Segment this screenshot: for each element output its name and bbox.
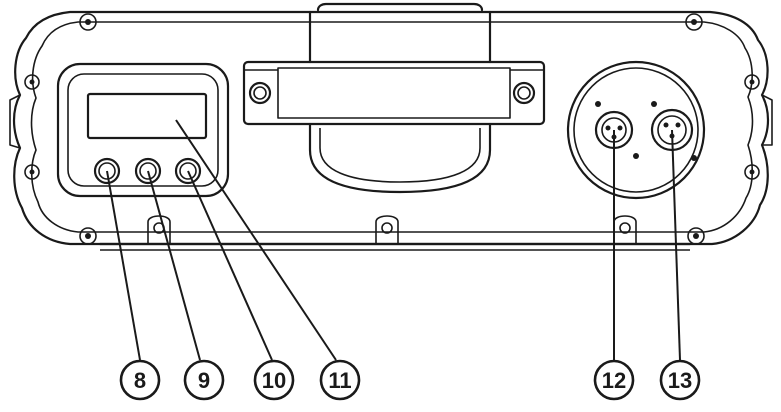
handle-screw-left	[248, 81, 272, 105]
mounting-tab-center	[375, 215, 399, 244]
screw-right-low	[744, 164, 760, 180]
screw-bottom-right	[687, 227, 705, 245]
callout-11: 11	[319, 359, 361, 401]
screw-right-mid	[744, 74, 760, 90]
lcd-display	[86, 92, 208, 140]
leader-8	[106, 170, 141, 361]
callout-13: 13	[659, 359, 701, 401]
control-panel	[56, 62, 230, 198]
handle-screw-right	[512, 81, 536, 105]
callout-12-label: 12	[602, 368, 626, 393]
mounting-tabs	[147, 215, 637, 244]
callout-9-label: 9	[198, 368, 210, 393]
callout-8: 8	[119, 359, 161, 401]
button-up	[134, 157, 162, 185]
button-menu	[93, 157, 121, 185]
housing	[9, 10, 773, 251]
xlr-connector-plate	[566, 60, 706, 200]
callouts: 8 9 10 11 12 13	[119, 359, 701, 401]
corner-screws	[24, 13, 760, 245]
leader-11	[175, 119, 337, 361]
callout-10: 10	[253, 359, 295, 401]
mounting-tab-right	[613, 215, 637, 244]
leader-10	[187, 170, 273, 361]
callout-9: 9	[183, 359, 225, 401]
screw-left-low	[24, 164, 40, 180]
leader-9	[147, 170, 201, 361]
screw-top-right	[685, 13, 703, 31]
button-enter	[174, 157, 202, 185]
screw-top-left	[79, 13, 97, 31]
leader-lines	[106, 119, 681, 361]
callout-8-label: 8	[134, 368, 146, 393]
leader-13	[671, 129, 681, 361]
carry-handle	[242, 2, 546, 194]
callout-10-label: 10	[262, 368, 286, 393]
callout-13-label: 13	[668, 368, 692, 393]
callout-11-label: 11	[328, 368, 351, 393]
callout-12: 12	[593, 359, 635, 401]
screw-bottom-left	[79, 227, 97, 245]
screw-left-mid	[24, 74, 40, 90]
